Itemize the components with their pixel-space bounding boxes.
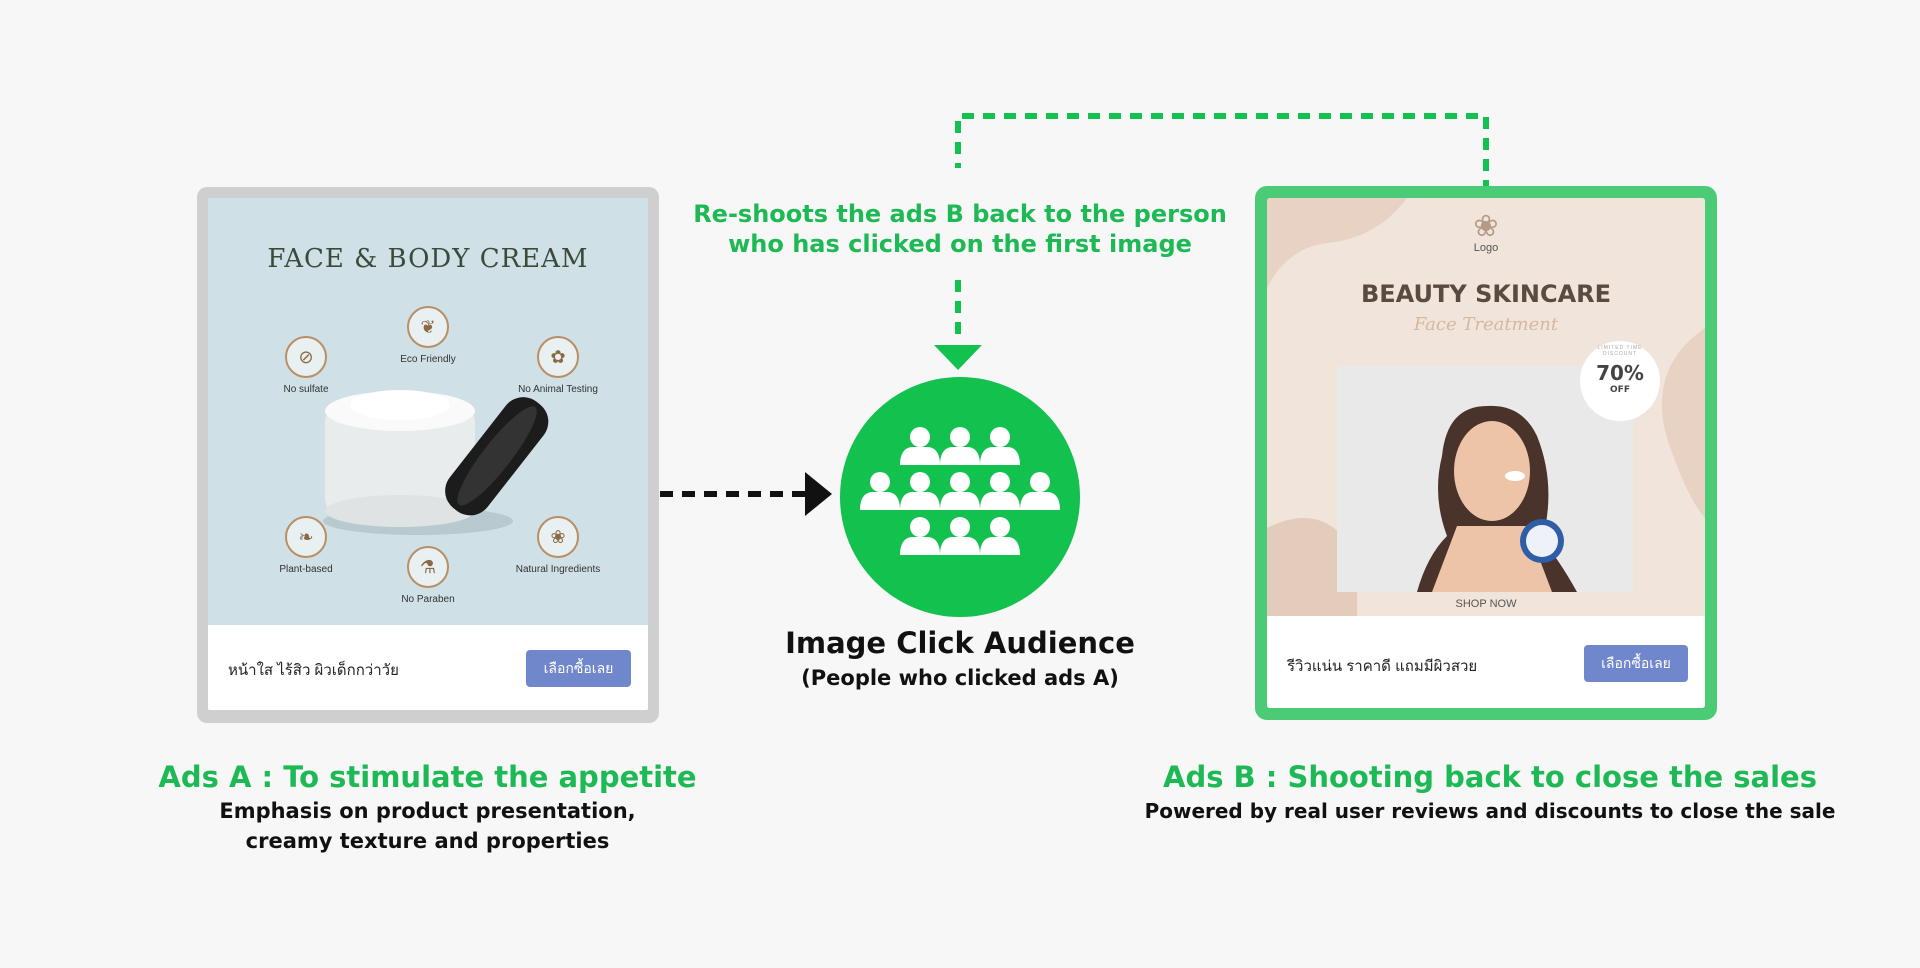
natural-leaf-icon: ❀: [537, 516, 579, 558]
ad-b-description: Powered by real user reviews and discoun…: [1144, 799, 1836, 823]
ad-b-subtitle: Face Treatment: [1413, 314, 1559, 335]
retarget-line2: who has clicked on the first image: [728, 230, 1192, 258]
ad-a-visual: FACE & BODY CREAM ⊘ No sulfate ❦ Eco Fri…: [208, 198, 648, 625]
ad-b-background-shapes: [1267, 198, 1705, 616]
feature-plant-based: ❧ Plant-based: [246, 516, 366, 575]
flow-arrowhead: [805, 472, 832, 516]
feature-no-animal-testing: ✿ No Animal Testing: [498, 336, 618, 395]
leaf-icon: ❦: [407, 306, 449, 348]
no-paraben-icon: ⚗: [407, 546, 449, 588]
cream-jar-image: [323, 390, 549, 535]
ad-a-description-line2: creamy texture and properties: [245, 829, 610, 853]
people-group-icon: [860, 427, 1060, 555]
ad-b-heading: Ads B : Shooting back to close the sales: [1163, 760, 1817, 794]
discount-badge: 70% OFF LIMITED TIME DISCOUNT: [1580, 341, 1660, 421]
retarget-line1: Re-shoots the ads B back to the person: [693, 200, 1227, 228]
ad-a-buy-button[interactable]: เลือกซื้อเลย: [526, 650, 631, 687]
ad-b-logo: ❀ Logo: [1448, 209, 1524, 255]
ad-a-description-line1: Emphasis on product presentation,: [219, 799, 636, 823]
ad-b-photo-frame: [1337, 366, 1633, 592]
shop-now-label[interactable]: SHOP NOW: [1455, 598, 1517, 610]
feature-natural-ingredients: ❀ Natural Ingredients: [498, 516, 618, 575]
ad-a-product-title: FACE & BODY CREAM: [267, 244, 589, 274]
feature-no-sulfate: ⊘ No sulfate: [246, 336, 366, 395]
ad-a-footer: หน้าใส ไร้สิว ผิวเด็กกว่าวัย เลือกซื้อเล…: [208, 625, 648, 710]
ad-b-footer: รีวิวแน่น ราคาดี แถมมีผิวสวย เลือกซื้อเล…: [1267, 616, 1705, 708]
paw-icon: ✿: [537, 336, 579, 378]
woman-skincare-photo: [1337, 366, 1633, 592]
ad-b-card[interactable]: ❀ Logo BEAUTY SKINCARE Face Treatment 70…: [1255, 186, 1717, 720]
badge-ring-text: LIMITED TIME DISCOUNT: [1597, 345, 1643, 357]
ad-a-card[interactable]: FACE & BODY CREAM ⊘ No sulfate ❦ Eco Fri…: [197, 187, 659, 723]
retarget-arrowhead: [934, 345, 982, 370]
no-sulfate-icon: ⊘: [285, 336, 327, 378]
ad-b-caption: รีวิวแน่น ราคาดี แถมมีผิวสวย: [1287, 658, 1478, 675]
plant-icon: ❧: [285, 516, 327, 558]
audience-circle: [840, 377, 1080, 617]
ad-b-buy-button[interactable]: เลือกซื้อเลย: [1584, 645, 1688, 682]
ad-a-heading: Ads A : To stimulate the appetite: [158, 760, 697, 794]
ad-b-product-title: BEAUTY SKINCARE: [1360, 280, 1612, 308]
ad-b-visual: ❀ Logo BEAUTY SKINCARE Face Treatment 70…: [1267, 198, 1705, 616]
audience-subtitle: (People who clicked ads A): [801, 666, 1119, 690]
audience-title: Image Click Audience: [785, 626, 1135, 660]
feature-no-paraben: ⚗ No Paraben: [368, 546, 488, 605]
feature-eco-friendly: ❦ Eco Friendly: [368, 306, 488, 365]
ad-a-caption: หน้าใส ไร้สิว ผิวเด็กกว่าวัย: [228, 662, 399, 679]
lotus-icon: ❀: [1473, 209, 1499, 244]
